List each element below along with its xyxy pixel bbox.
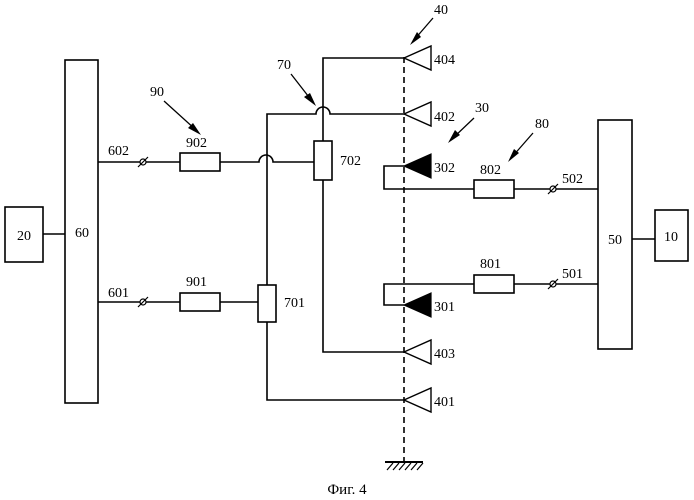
filter-902-label: 902 xyxy=(186,136,207,151)
splitter-702 xyxy=(314,141,332,180)
connector-601-symbol xyxy=(138,297,148,307)
antenna-402-label: 402 xyxy=(434,110,455,125)
arrow-90 xyxy=(164,101,201,135)
ground-symbol xyxy=(385,462,423,470)
block-20-label: 20 xyxy=(17,229,31,244)
filter-802 xyxy=(474,180,514,198)
wire-702-403 xyxy=(323,180,404,352)
figure-caption: Фиг. 4 xyxy=(327,482,367,498)
connector-602-symbol xyxy=(138,157,148,167)
antenna-401 xyxy=(404,388,431,412)
splitter-701-label: 701 xyxy=(284,296,305,311)
filter-901-label: 901 xyxy=(186,275,207,290)
antenna-301 xyxy=(404,293,431,317)
antenna-302 xyxy=(404,154,431,178)
antenna-403 xyxy=(404,340,431,364)
filter-902 xyxy=(180,153,220,171)
port-501-label: 501 xyxy=(562,267,583,282)
group-70-label: 70 xyxy=(277,58,291,73)
group-80-label: 80 xyxy=(535,117,549,132)
antenna-402 xyxy=(404,102,431,126)
filter-802-label: 802 xyxy=(480,163,501,178)
port-602-label: 602 xyxy=(108,144,129,159)
splitter-702-label: 702 xyxy=(340,154,361,169)
arrow-70 xyxy=(291,74,316,106)
antenna-404-label: 404 xyxy=(434,53,455,68)
splitter-701 xyxy=(258,285,276,322)
port-502-label: 502 xyxy=(562,172,583,187)
block-10-label: 10 xyxy=(664,230,678,245)
group-40-label: 40 xyxy=(434,3,448,18)
antenna-404 xyxy=(404,46,431,70)
antenna-403-label: 403 xyxy=(434,347,455,362)
filter-801-label: 801 xyxy=(480,257,501,272)
block-60-label: 60 xyxy=(75,226,89,241)
group-90-label: 90 xyxy=(150,85,164,100)
block-50-label: 50 xyxy=(608,233,622,248)
port-601-label: 601 xyxy=(108,286,129,301)
antenna-401-label: 401 xyxy=(434,395,455,410)
filter-901 xyxy=(180,293,220,311)
antenna-302-label: 302 xyxy=(434,161,455,176)
wire-702-404 xyxy=(323,58,404,141)
filter-801 xyxy=(474,275,514,293)
wire-701-402 xyxy=(267,107,404,285)
connector-502-symbol xyxy=(548,184,558,194)
arrow-80 xyxy=(508,133,533,162)
arrow-40 xyxy=(410,18,433,45)
group-30-label: 30 xyxy=(475,101,489,116)
wire-701-401 xyxy=(267,322,404,400)
antenna-301-label: 301 xyxy=(434,300,455,315)
connector-501-symbol xyxy=(548,279,558,289)
